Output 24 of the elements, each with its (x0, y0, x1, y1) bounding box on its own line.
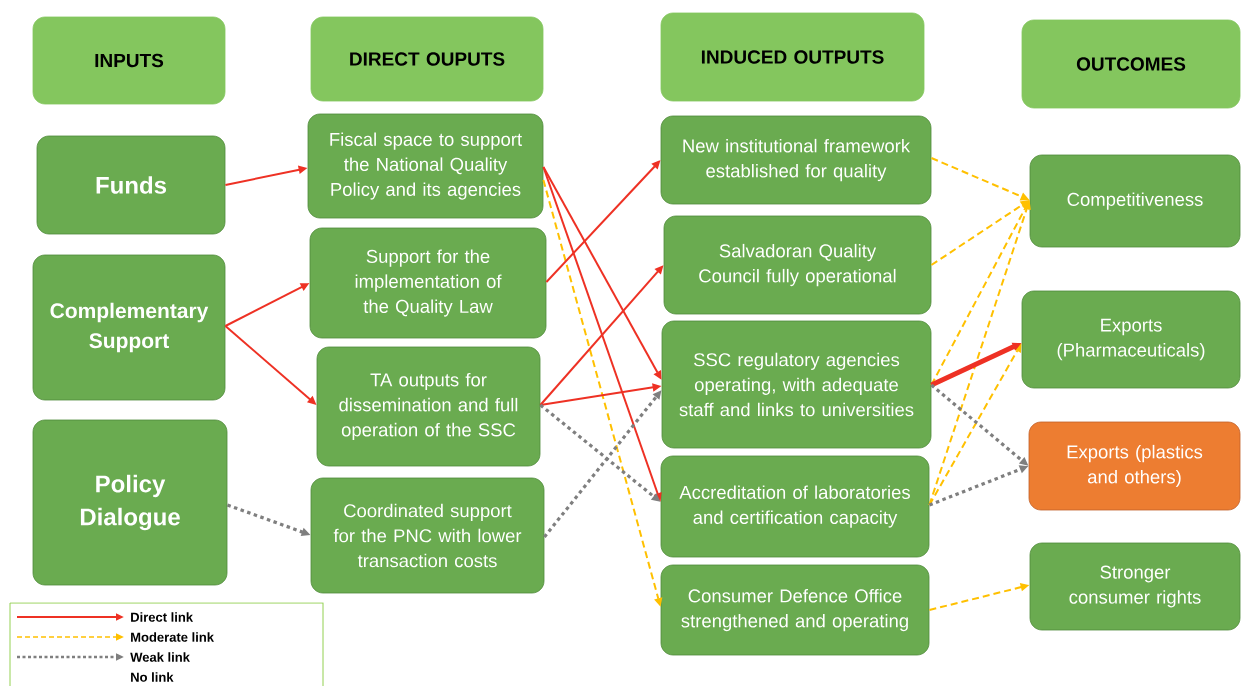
output-box: SSC regulatory agencies operating, with adequate staff and links to universities (661, 320, 932, 449)
input-box: Funds (36, 135, 226, 235)
header-box: INDUCED OUTPUTS (660, 12, 925, 102)
output-box: New institutional framework established for quality (660, 115, 932, 205)
header-box: OUTCOMES (1021, 19, 1241, 109)
header-box: INPUTS (32, 16, 226, 105)
input-box: Complementary Support (32, 254, 226, 401)
output-box: Accreditation of laboratories and certification capacity (660, 455, 930, 558)
outcome-box: Competitiveness (1029, 154, 1241, 248)
outcome-box: Stronger consumer rights (1029, 542, 1241, 631)
outcome-box: Exports (plastics and others) (1028, 421, 1241, 511)
input-box: Policy Dialogue (32, 419, 228, 586)
output-box: Coordinated support for the PNC with lower transaction costs (310, 477, 545, 594)
legend-label: No link (131, 672, 174, 682)
outcome-box: Exports (Pharmaceuticals) (1021, 290, 1241, 389)
header-box: DIRECT OUPUTS (310, 16, 544, 102)
output-box: Salvadoran Quality Council fully operational (663, 215, 932, 315)
legend-label: Direct link (131, 612, 194, 622)
legend-label: Moderate link (131, 632, 214, 642)
output-box: Support for the implementation of the Quality Law (309, 227, 547, 339)
output-box: Consumer Defence Office strengthened and operating (660, 564, 930, 656)
output-box: TA outputs for dissemination and full operation of the SSC (316, 346, 541, 467)
output-box: Fiscal space to support the National Quality Policy and its agencies (307, 113, 544, 219)
legend-label: Weak link (130, 652, 190, 662)
